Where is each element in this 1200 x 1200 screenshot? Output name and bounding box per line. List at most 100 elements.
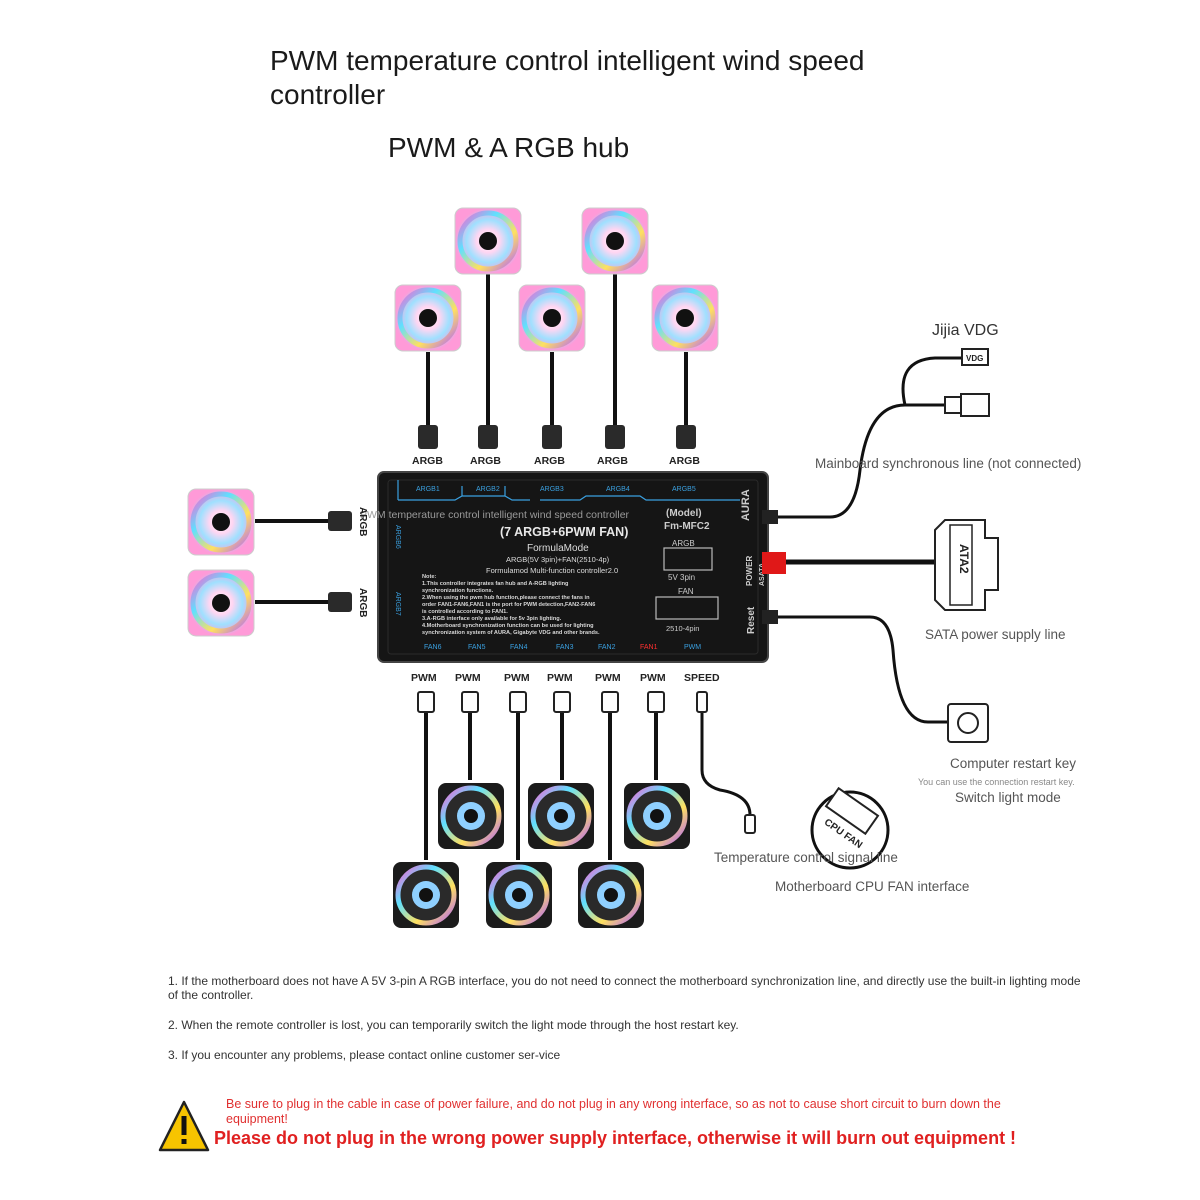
port-fan5: FAN5 (468, 644, 486, 651)
warning-icon (158, 1100, 210, 1152)
warning-line-1: Be sure to plug in the cable in case of … (226, 1097, 1001, 1126)
hub-notes: Note: 1.This controller integrates fan h… (422, 574, 600, 636)
left-connectors: ARGB ARGB (328, 507, 368, 617)
port-argb1: ARGB1 (416, 486, 440, 493)
restart-note: You can use the connection restart key. (918, 777, 1075, 787)
port-argb4: ARGB4 (606, 486, 630, 493)
vdg-tag: VDG (966, 354, 983, 363)
note-3: 3. If you encounter any problems, please… (168, 1048, 561, 1062)
argb-fan-top-2 (454, 207, 522, 275)
cpu-fan-label: Motherboard CPU FAN interface (775, 879, 970, 894)
vdg-connector: VDG (944, 348, 990, 417)
vdg-title: Jijia VDG (932, 322, 999, 339)
port-fan2: FAN2 (598, 644, 616, 651)
left-conn-label-1: ARGB (357, 507, 368, 536)
top-conn-label-2: ARGB (470, 455, 501, 467)
hub-note-2: synchronization functions. (422, 588, 494, 594)
port-fan1: FAN1 (640, 644, 658, 651)
note-2: 2. When the remote controller is lost, y… (168, 1018, 739, 1032)
port-fan4: FAN4 (510, 644, 528, 651)
sata-label: SATA power supply line (925, 627, 1066, 642)
pwm-fan-4 (393, 862, 459, 928)
left-fan-cables (255, 519, 330, 604)
argb-fan-top-5 (651, 284, 719, 352)
top-conn-label-4: ARGB (597, 455, 628, 467)
argb-fan-top-3 (518, 284, 586, 352)
top-conn-label-1: ARGB (412, 455, 443, 467)
port-pwm: PWM (684, 644, 701, 651)
argb-fan-top-1 (394, 284, 462, 352)
argb-fan-left-1 (187, 488, 255, 556)
hub-argb-box: ARGB (672, 539, 695, 548)
bottom-conn-label-6: PWM (640, 672, 666, 684)
switch-mode-label: Switch light mode (955, 790, 1061, 805)
port-argb3: ARGB3 (540, 486, 564, 493)
hub-note-1: 1.This controller integrates fan hub and… (422, 581, 569, 587)
pwm-fan-1 (438, 783, 504, 849)
hub-line5: Formulamod Multi-function controller2.0 (486, 566, 618, 575)
page-title: PWM temperature control intelligent wind… (270, 45, 865, 110)
cpu-fan-header: CPU FAN (810, 786, 890, 870)
hub-aura: AURA (740, 489, 752, 521)
mainboard-sync-label: Mainboard synchronous line (not connecte… (815, 456, 1082, 471)
right-side-cables (778, 356, 962, 724)
hub-note-6: 3.A-RGB interface only available for 5v … (422, 616, 562, 622)
port-argb6: ARGB6 (394, 525, 401, 549)
hub-note-0: Note: (422, 574, 436, 580)
hub-line3: FormulaMode (527, 543, 589, 554)
bottom-conn-label-2: PWM (455, 672, 481, 684)
sata-connector: ATA2 (934, 519, 999, 611)
hub-line1: PWM temperature control intelligent wind… (360, 509, 630, 521)
hub-note-5: is controlled according to FAN1. (422, 609, 508, 615)
hub-line4: ARGB(5V 3pin)+FAN(2510-4p) (506, 555, 610, 564)
hub-bottom-ports: FAN6 FAN5 FAN4 FAN3 FAN2 FAN1 PWM (424, 644, 701, 651)
bottom-conn-label-5: PWM (595, 672, 621, 684)
port-argb2: ARGB2 (476, 486, 500, 493)
bottom-conn-label-4: PWM (547, 672, 573, 684)
bottom-conn-label-3: PWM (504, 672, 530, 684)
pwm-fan-2 (528, 783, 594, 849)
port-fan6: FAN6 (424, 644, 442, 651)
hub-power: POWER (745, 556, 754, 586)
hub-asata: ASATA (759, 563, 766, 586)
hub-controller: ARGB1 ARGB2 ARGB3 ARGB4 ARGB5 ARGB6 ARGB… (360, 471, 769, 663)
bottom-conn-label-1: PWM (411, 672, 437, 684)
argb-fan-top-4 (581, 207, 649, 275)
hub-note-7: 4.Motherboard synchronization function c… (422, 623, 594, 629)
left-conn-label-2: ARGB (357, 588, 368, 617)
bottom-conn-label-7: SPEED (684, 672, 720, 684)
hub-note-4: order FAN1-FAN6,FAN1 is the port for PWM… (422, 602, 595, 608)
warning-line-2: Please do not plug in the wrong power su… (214, 1128, 1017, 1148)
restart-key-label: Computer restart key (950, 756, 1077, 771)
pwm-fan-6 (578, 862, 644, 928)
restart-key (947, 703, 989, 743)
top-conn-label-5: ARGB (669, 455, 700, 467)
port-argb5: ARGB5 (672, 486, 696, 493)
hub-model-value: Fm-MFC2 (664, 521, 710, 532)
hub-note-3: 2.When using the pwm hub function,please… (422, 595, 590, 601)
hub-right-ports (762, 510, 786, 624)
page-subtitle: PWM & A RGB hub (388, 132, 630, 163)
hub-line2: (7 ARGB+6PWM FAN) (500, 525, 628, 539)
port-fan3: FAN3 (556, 644, 574, 651)
bottom-connectors: PWM PWM PWM PWM PWM PWM SPEED (411, 672, 756, 834)
hub-fan-box-sub: 2510-4pin (666, 624, 699, 633)
argb-fan-left-2 (187, 569, 255, 637)
bottom-fan-cables (424, 712, 752, 860)
pwm-fan-5 (486, 862, 552, 928)
argb-fans (187, 207, 719, 637)
pwm-fan-3 (624, 783, 690, 849)
hub-fan-box: FAN (678, 587, 694, 596)
hub-argb-box-sub: 5V 3pin (668, 573, 695, 582)
top-connectors: ARGB ARGB ARGB ARGB ARGB (412, 425, 700, 467)
top-fan-cables (426, 272, 688, 425)
sata-tag: ATA2 (957, 544, 971, 574)
top-conn-label-3: ARGB (534, 455, 565, 467)
port-argb7: ARGB7 (394, 592, 401, 616)
hub-reset: Reset (746, 606, 757, 634)
hub-model-label: (Model) (666, 508, 702, 519)
note-1: 1. If the motherboard does not have A 5V… (168, 974, 1081, 1002)
pwm-fans (393, 783, 690, 928)
hub-note-8: synchronization system of AURA, Gigabyte… (422, 630, 600, 636)
